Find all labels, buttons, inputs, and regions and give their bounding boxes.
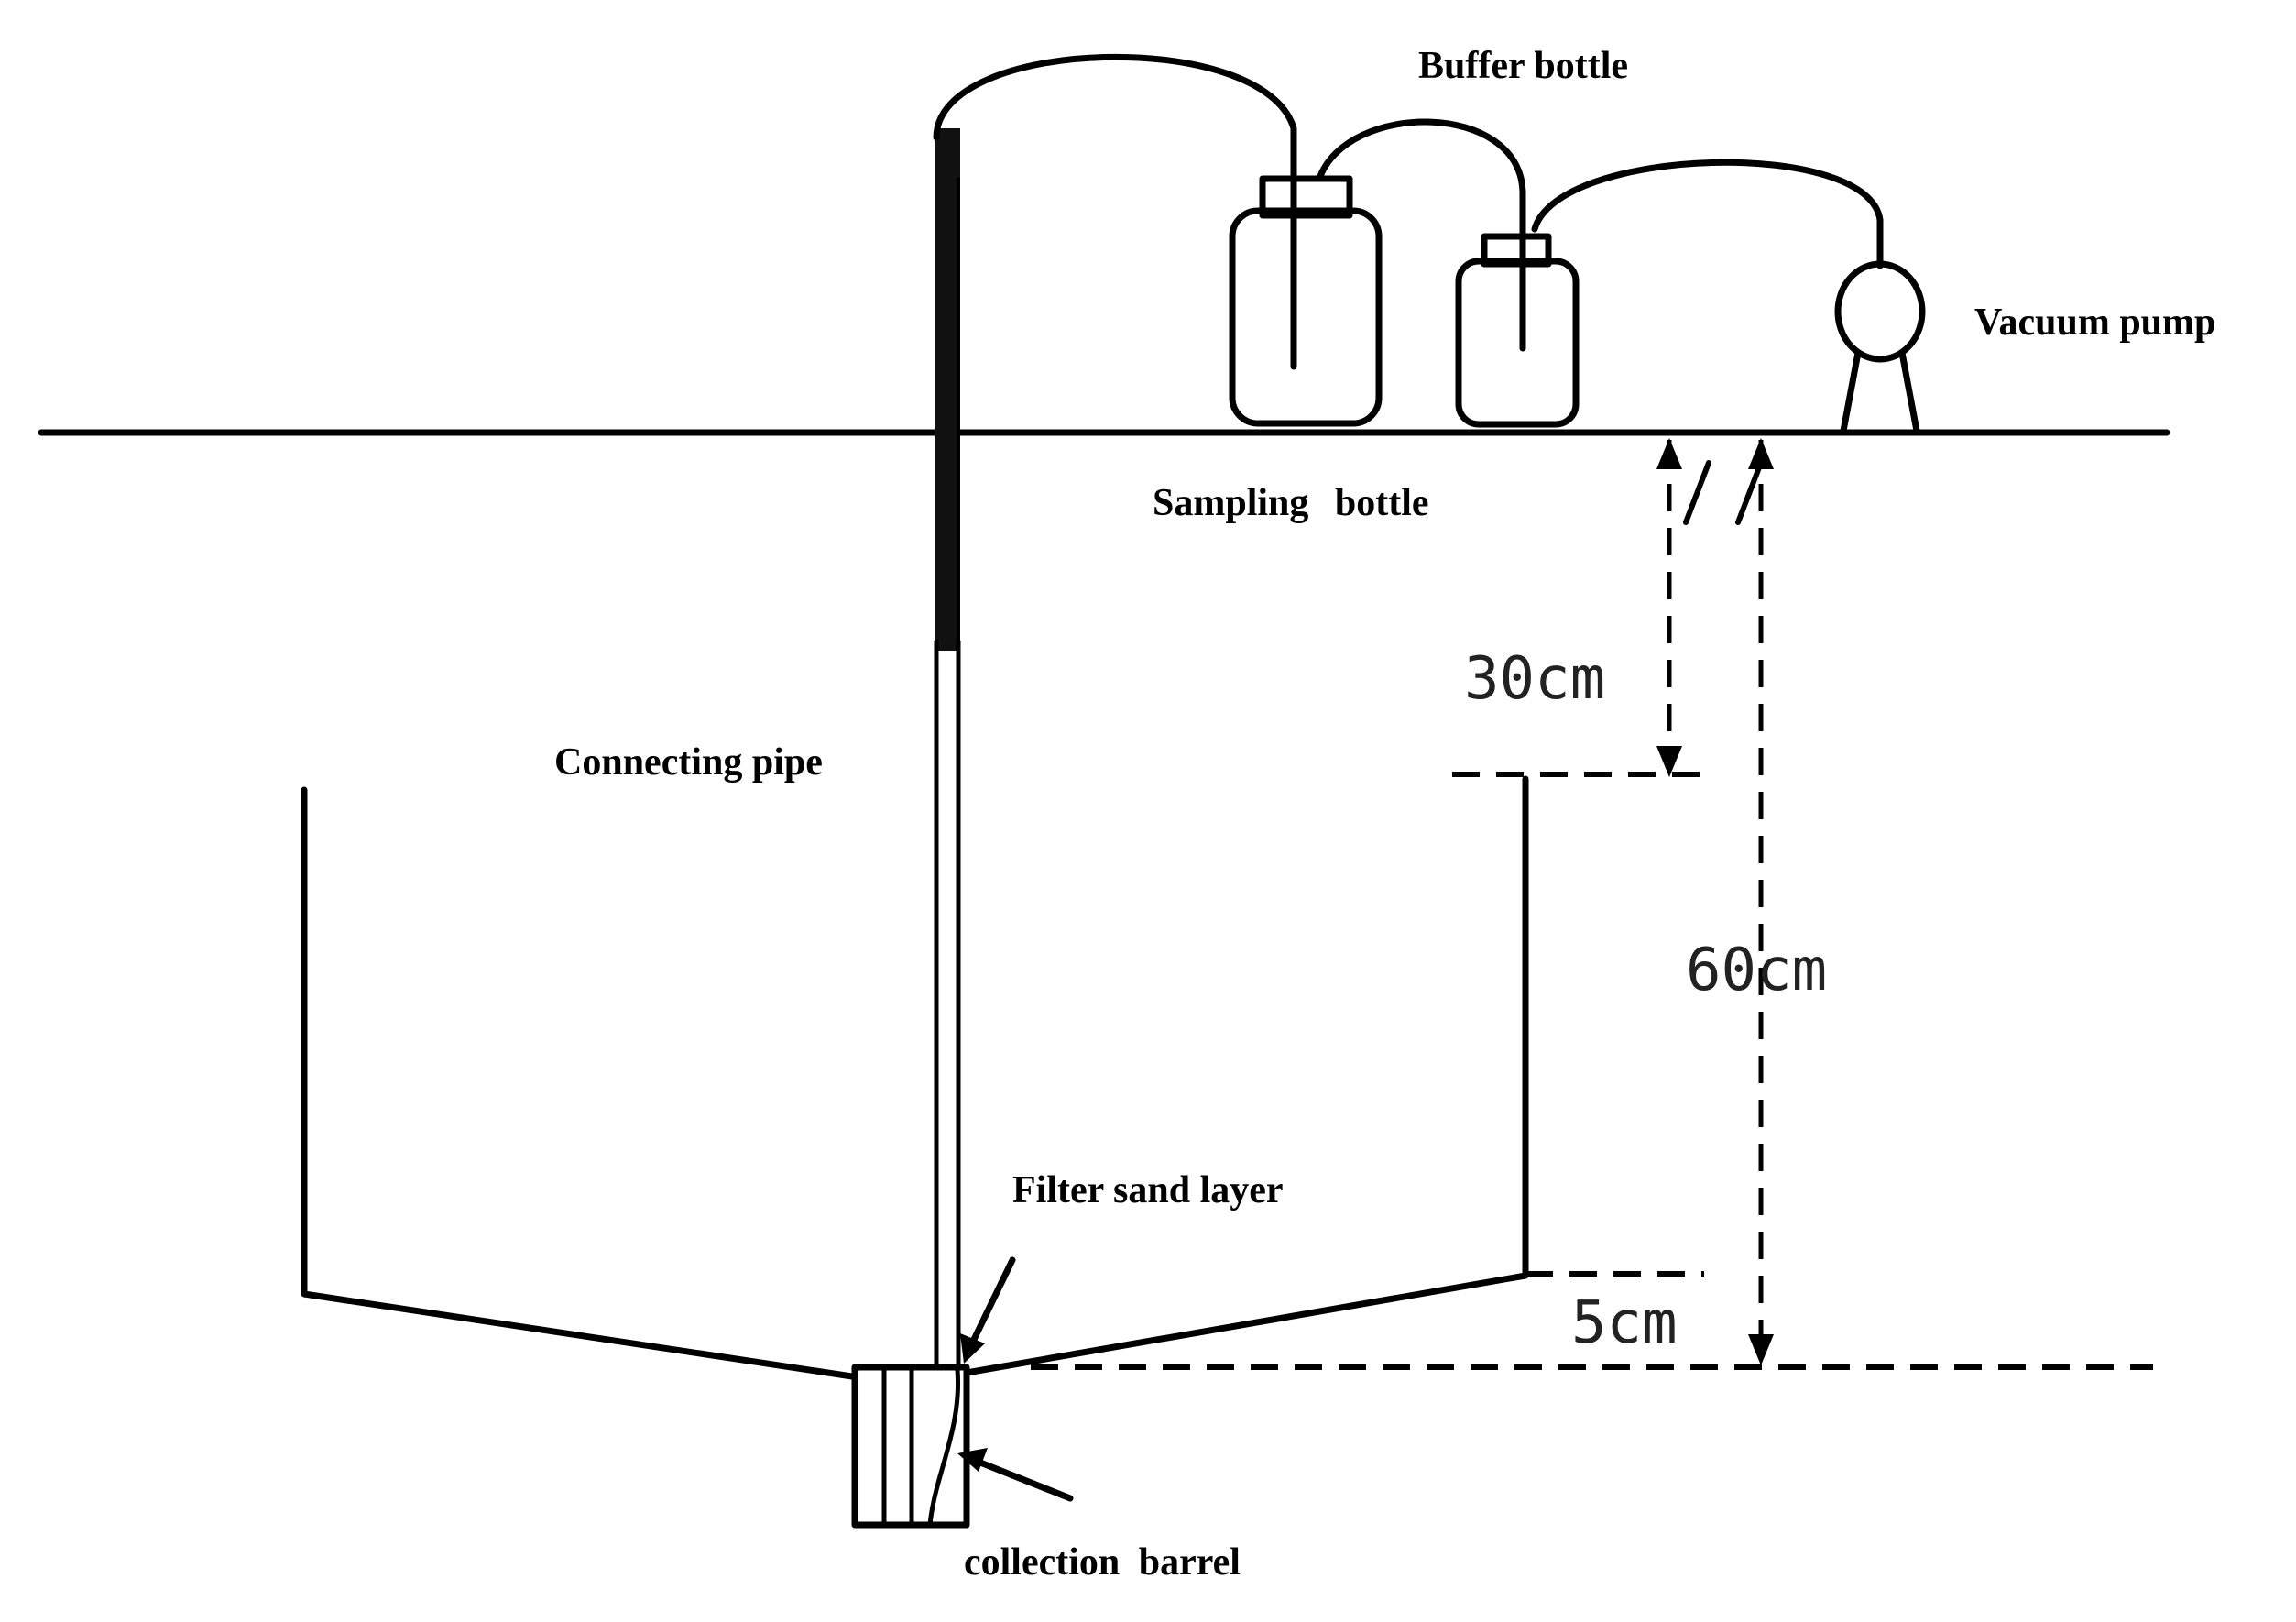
dimension-30cm [1452,438,1713,777]
sampling-bottle [1455,233,1580,428]
tube-buffer-to-sampling-bottle [1316,118,1526,352]
tube-sampling-bottle-to-pump [1531,159,1884,269]
label-dimension-30cm: 30cm [1464,645,1605,713]
buffer-bottle [1229,175,1383,427]
collection-barrel-pointer [957,1448,1074,1502]
label-dimension-5cm: 5cm [1571,1289,1678,1357]
label-dimension-60cm: 60cm [1686,937,1827,1004]
label-filter-sand-layer: Filter sand layer [1012,1169,1284,1211]
label-buffer-bottle: Buffer bottle [1418,45,1628,87]
trench-profile [301,786,856,1380]
vacuum-pump [1834,260,1926,434]
filter-sand-layer-pointer [960,1256,1016,1364]
label-connecting-pipe: Connecting pipe [554,741,823,784]
label-sampling-bottle: Sampling bottle [1153,482,1429,524]
connecting-pipe [934,128,961,1366]
break-marks [1683,460,1764,525]
right-trench-wall [1522,775,1704,1277]
label-collection-barrel: collection barrel [964,1541,1241,1584]
label-vacuum-pump: Vacuum pump [1974,301,2215,344]
collection-barrel [851,1364,970,1529]
trench-bottom-right-slope [963,1272,1529,1376]
dimension-60cm [1031,438,2153,1370]
tube-pipe-to-buffer-bottle [933,53,1297,370]
